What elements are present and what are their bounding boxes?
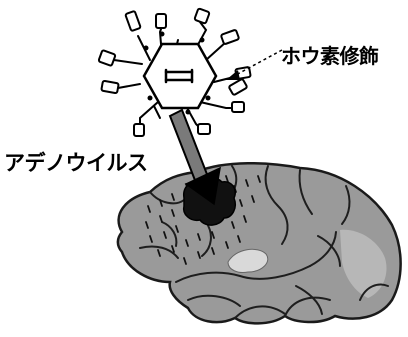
brain — [118, 163, 401, 323]
label-adenovirus: アデノウイルス — [4, 147, 148, 177]
label-boron-modification: ホウ素修飾 — [281, 40, 379, 69]
virus-capsid — [144, 44, 216, 108]
boron-label-pointer — [226, 50, 282, 80]
